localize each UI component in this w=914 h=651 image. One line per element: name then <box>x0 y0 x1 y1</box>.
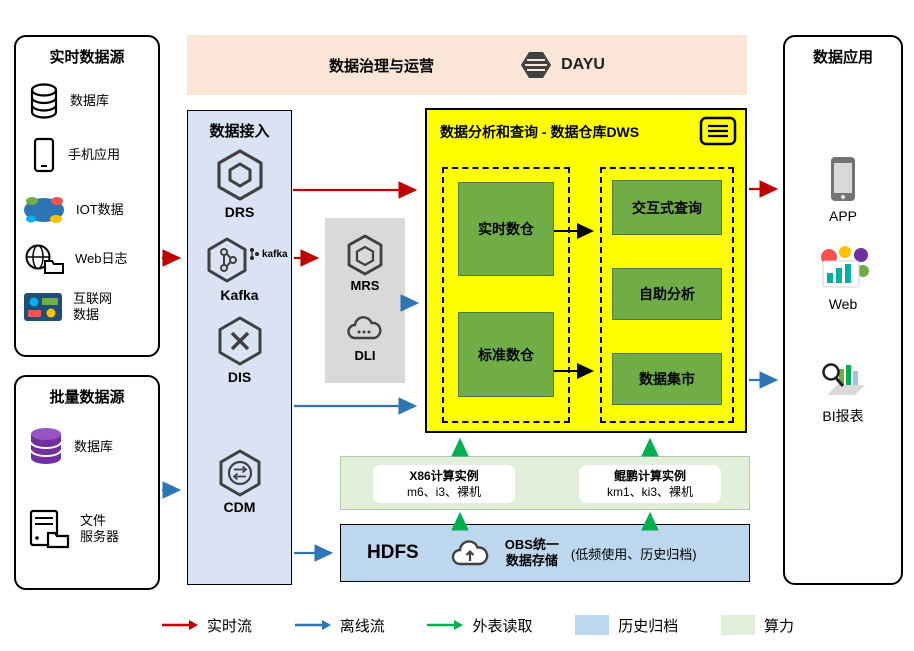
bi-item: BI报表 <box>785 357 901 426</box>
mrs-icon <box>346 234 384 281</box>
applications-panel: 数据应用 APP <box>783 35 903 585</box>
purple-database-icon <box>28 427 64 467</box>
legend-label: 算力 <box>763 617 794 635</box>
bi-report-icon <box>819 357 867 401</box>
history-archive-swatch <box>575 615 610 635</box>
source-item-label: IOT数据 <box>76 201 124 217</box>
kafka-label: Kafka <box>220 287 259 303</box>
x86-instance-title: X86计算实例 <box>409 468 479 483</box>
source-item-label: 数据库 <box>74 438 114 454</box>
dayu-logo-text: DAYU <box>561 56 605 73</box>
internet-data-icon <box>23 292 63 322</box>
compute-panel: X86计算实例 m6、i3、裸机 鲲鹏计算实例 km1、ki3、裸机 <box>340 456 750 510</box>
legend-label: 实时流 <box>207 617 253 635</box>
hdfs-panel: HDFS OBS统一 数据存储 (低频使用、历史归档) <box>340 524 750 582</box>
ingestion-panel: 数据接入 DRS <box>187 110 292 585</box>
source-item-label: 手机应用 <box>68 146 121 162</box>
source-item-database: 数据库 <box>28 83 162 119</box>
source-item-mobile: 手机应用 <box>30 137 164 173</box>
batch-sources-panel: 批量数据源 数据库 <box>14 375 160 590</box>
app-item-label: APP <box>828 208 857 224</box>
obs-cloud-icon <box>449 537 493 569</box>
dis-label: DIS <box>227 369 252 385</box>
source-item-label: 文件 服务器 <box>80 512 120 544</box>
governance-title: 数据治理与运营 <box>329 57 435 75</box>
realtime-sources-title: 实时数据源 <box>49 49 125 66</box>
self-service-analysis-box: 自助分析 <box>612 268 722 320</box>
red-arrow-icon <box>162 620 198 630</box>
drs-label: DRS <box>224 204 255 220</box>
web-item-label: Web <box>828 296 858 312</box>
dayu-logo-icon <box>521 52 552 78</box>
bi-item-label: BI报表 <box>822 408 864 424</box>
dis-icon <box>217 316 263 371</box>
kafka-side-text: kafka <box>262 248 288 260</box>
legend-item-history-archive: 历史归档 <box>575 615 678 636</box>
standard-warehouse-box: 标准数仓 <box>458 312 554 397</box>
obs-storage-label: OBS统一 数据存储 <box>504 536 559 568</box>
kunpeng-instance-subtitle: km1、ki3、裸机 <box>606 485 693 499</box>
dli-icon <box>345 313 385 348</box>
dws-panel: 数据分析和查询 - 数据仓库DWS 实时数仓 标准数仓 交互式查询 自助分析 数… <box>425 108 747 433</box>
hdfs-title: HDFS <box>367 542 419 563</box>
batch-sources-title: 批量数据源 <box>49 389 125 406</box>
web-dashboard-icon <box>817 245 869 291</box>
dli-label: DLI <box>354 348 376 363</box>
legend-item-external-read: 外表读取 <box>427 615 532 636</box>
legend-label: 历史归档 <box>618 617 679 635</box>
source-item-batch-database: 数据库 <box>28 427 162 467</box>
legend-item-realtime-flow: 实时流 <box>162 615 252 636</box>
file-server-icon <box>28 509 70 549</box>
kafka-glyph-icon <box>250 248 259 260</box>
kafka-logo-small: kafka <box>249 247 288 261</box>
source-item-label: Web日志 <box>75 250 128 266</box>
dws-document-icon <box>699 116 737 151</box>
mrs-label: MRS <box>350 278 380 293</box>
green-arrow-icon <box>427 620 464 630</box>
ingestion-title: 数据接入 <box>209 123 270 140</box>
web-item: Web <box>785 245 901 312</box>
interactive-query-box: 交互式查询 <box>612 180 722 235</box>
legend-label: 外表读取 <box>472 617 533 635</box>
source-item-label: 数据库 <box>70 92 110 108</box>
x86-instance-pill: X86计算实例 m6、i3、裸机 <box>373 465 515 503</box>
app-item: APP <box>785 155 901 224</box>
realtime-warehouse-box: 实时数仓 <box>458 182 554 276</box>
drs-icon <box>216 149 264 206</box>
cdm-label: CDM <box>223 499 256 515</box>
kunpeng-instance-title: 鲲鹏计算实例 <box>613 468 686 483</box>
legend-item-offline-flow: 离线流 <box>294 615 385 636</box>
x86-instance-subtitle: m6、i3、裸机 <box>406 485 481 499</box>
dws-warehouse-group <box>442 167 570 423</box>
processing-panel: MRS DLI <box>325 218 405 383</box>
source-item-file-server: 文件 服务器 <box>28 509 162 549</box>
globe-folder-icon <box>23 243 65 275</box>
legend: 实时流 离线流 外表读取 历史归档 算力 <box>162 612 794 638</box>
database-icon <box>28 83 60 119</box>
iot-wordcloud-icon <box>22 195 66 225</box>
governance-banner: 数据治理与运营 DAYU <box>187 35 747 95</box>
cdm-icon <box>218 449 262 502</box>
obs-storage-note: (低频使用、历史归档) <box>570 546 697 562</box>
realtime-sources-panel: 实时数据源 数据库 手机应用 <box>14 35 160 357</box>
legend-item-compute-power: 算力 <box>720 615 794 636</box>
dws-analysis-group <box>600 167 734 423</box>
applications-title: 数据应用 <box>812 49 873 66</box>
legend-label: 离线流 <box>339 617 385 635</box>
source-item-iot: IOT数据 <box>22 195 156 225</box>
source-item-label: 互联网 数据 <box>73 291 113 323</box>
compute-power-swatch <box>720 615 755 635</box>
blue-arrow-icon <box>294 620 331 630</box>
data-mart-box: 数据集市 <box>612 353 722 405</box>
dayu-logo: DAYU <box>519 50 605 80</box>
dws-title: 数据分析和查询 - 数据仓库DWS <box>440 124 640 140</box>
app-phone-icon <box>825 155 861 203</box>
source-item-weblog: Web日志 <box>23 243 157 275</box>
kunpeng-instance-pill: 鲲鹏计算实例 km1、ki3、裸机 <box>579 465 721 503</box>
mobile-phone-icon <box>30 137 58 173</box>
source-item-internet: 互联网 数据 <box>23 291 157 324</box>
kafka-icon <box>206 237 248 288</box>
